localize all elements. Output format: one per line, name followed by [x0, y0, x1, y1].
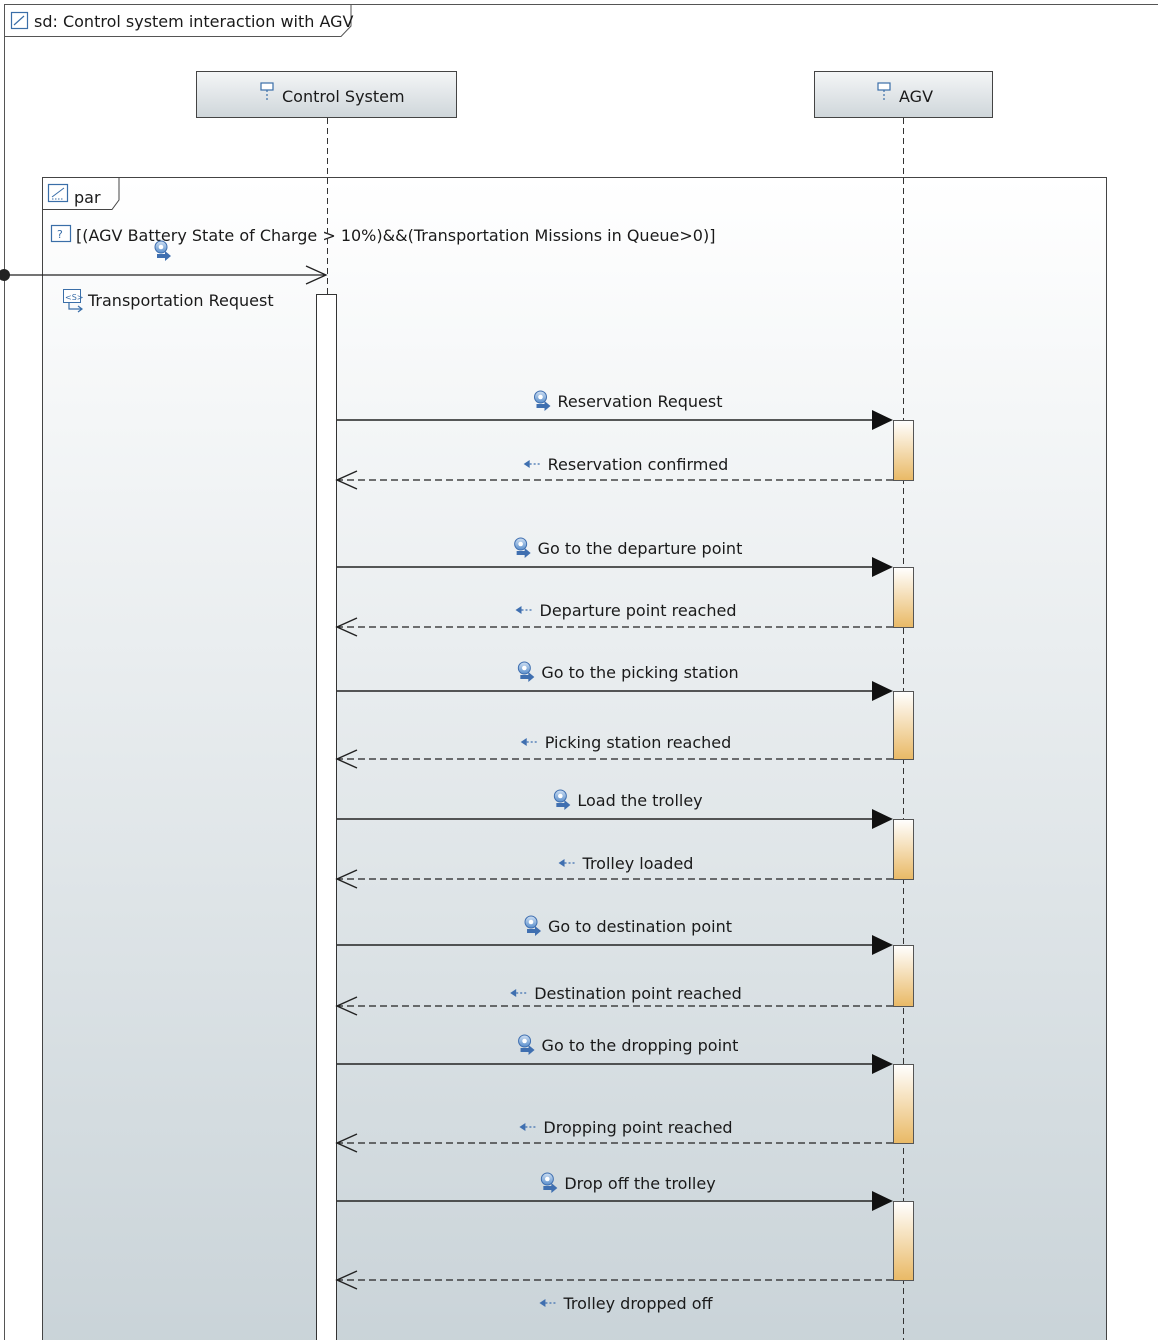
reply-icon: [520, 738, 539, 746]
message-reply[interactable]: Trolley dropped off: [335, 1270, 893, 1313]
operation-call-icon: [553, 789, 571, 810]
message-reply[interactable]: Departure point reached: [335, 601, 893, 637]
frame-title: sd: Control system interaction with AGV: [34, 12, 354, 31]
reply-icon: [539, 1299, 558, 1307]
lifeline-icon: [877, 82, 891, 101]
operation-call-icon: [514, 537, 531, 558]
filled-arrowhead: [872, 557, 893, 577]
fragment-guard: [(AGV Battery State of Charge > 10%)&&(T…: [76, 226, 715, 245]
frame-icon: [10, 11, 29, 30]
filled-arrowhead: [872, 410, 893, 430]
fragment-icon: [47, 183, 69, 203]
activation-agv: [893, 1201, 914, 1281]
activation-control-system: [316, 294, 337, 1340]
filled-arrowhead: [872, 1054, 893, 1074]
open-arrowhead: [335, 1133, 358, 1153]
open-arrowhead: [335, 617, 358, 637]
message-request-label: Reservation Request: [558, 392, 723, 411]
open-arrowhead: [335, 470, 358, 490]
diagram-frame: sd: Control system interaction with AGV: [4, 4, 1158, 1340]
open-arrowhead: [335, 749, 358, 769]
reply-icon: [558, 859, 577, 867]
lifeline-control-system[interactable]: Control System: [196, 71, 457, 118]
reply-icon: [515, 606, 534, 614]
message-request-label: Go to the dropping point: [542, 1036, 739, 1055]
operation-call-icon: [540, 1172, 558, 1193]
message-reply[interactable]: Picking station reached: [335, 733, 893, 769]
message-reply-label: Dropping point reached: [543, 1118, 732, 1137]
reply-icon: [519, 1123, 538, 1131]
message-request[interactable]: Go to the dropping point: [337, 1034, 893, 1074]
message-request[interactable]: Reservation Request: [337, 390, 893, 430]
open-arrowhead: [335, 869, 358, 889]
message-request[interactable]: Drop off the trolley: [337, 1172, 893, 1211]
lifeline-agv[interactable]: AGV: [814, 71, 993, 118]
message-reply-label: Trolley dropped off: [562, 1294, 713, 1313]
open-arrowhead: [335, 996, 358, 1016]
message-reply-label: Trolley loaded: [582, 854, 694, 873]
lifeline-label: AGV: [899, 87, 933, 106]
message-reply[interactable]: Reservation confirmed: [335, 455, 893, 490]
found-message[interactable]: <S> Transportation Request: [0, 240, 328, 313]
signal-icon: <S>: [63, 289, 83, 313]
operation-call-icon: [517, 661, 535, 682]
guard-icon: ?: [50, 224, 72, 243]
message-request-label: Load the trolley: [577, 791, 702, 810]
filled-arrowhead: [872, 681, 893, 701]
svg-text:<S>: <S>: [65, 293, 83, 302]
message-reply-label: Picking station reached: [545, 733, 732, 752]
found-message-label: Transportation Request: [87, 291, 274, 310]
filled-arrowhead: [872, 935, 893, 955]
lifeline-icon: [260, 82, 274, 101]
operation-call-icon: [534, 390, 551, 411]
message-request-label: Go to the picking station: [541, 663, 738, 682]
reply-icon: [510, 989, 529, 997]
activation-agv: [893, 420, 914, 481]
message-request[interactable]: Go to the picking station: [337, 661, 893, 701]
message-reply[interactable]: Trolley loaded: [335, 854, 893, 889]
message-reply-label: Reservation confirmed: [548, 455, 729, 474]
fragment-operator: par: [74, 188, 101, 207]
activation-agv: [893, 1064, 914, 1144]
open-arrowhead: [335, 1270, 358, 1290]
filled-arrowhead: [872, 1191, 893, 1211]
combined-fragment-par[interactable]: par ? [(AGV Battery State of Charge > 10…: [42, 177, 1107, 1340]
operation-call-icon: [524, 915, 542, 936]
message-request[interactable]: Go to destination point: [337, 915, 893, 955]
message-request-label: Drop off the trolley: [564, 1174, 715, 1193]
message-reply-label: Destination point reached: [534, 984, 742, 1003]
svg-text:?: ?: [57, 228, 63, 241]
activation-agv: [893, 945, 914, 1007]
operation-call-icon: [518, 1034, 535, 1055]
message-reply[interactable]: Dropping point reached: [335, 1118, 893, 1153]
lifeline-label: Control System: [282, 87, 405, 106]
message-reply[interactable]: Destination point reached: [335, 984, 893, 1016]
reply-icon: [523, 460, 542, 468]
message-request[interactable]: Load the trolley: [337, 789, 893, 829]
message-request[interactable]: Go to the departure point: [337, 537, 893, 577]
message-reply-label: Departure point reached: [540, 601, 737, 620]
message-icon: [154, 240, 171, 261]
activation-agv: [893, 567, 914, 628]
activation-agv: [893, 819, 914, 880]
filled-arrowhead: [872, 809, 893, 829]
activation-agv: [893, 691, 914, 760]
message-request-label: Go to destination point: [548, 917, 732, 936]
message-request-label: Go to the departure point: [538, 539, 743, 558]
